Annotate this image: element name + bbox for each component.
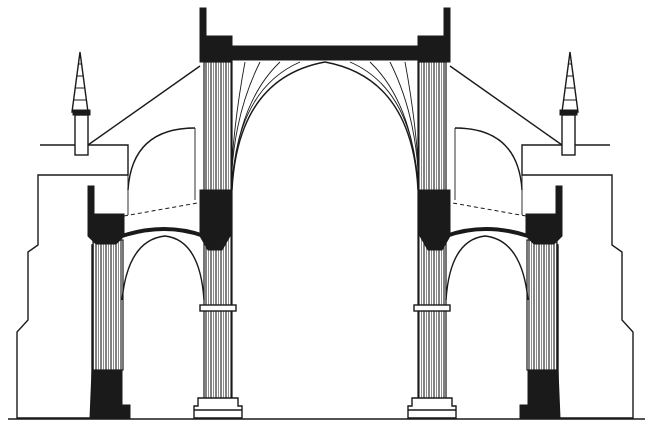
right-half bbox=[323, 6, 635, 420]
left-half bbox=[15, 6, 327, 420]
top-beam bbox=[231, 45, 419, 61]
